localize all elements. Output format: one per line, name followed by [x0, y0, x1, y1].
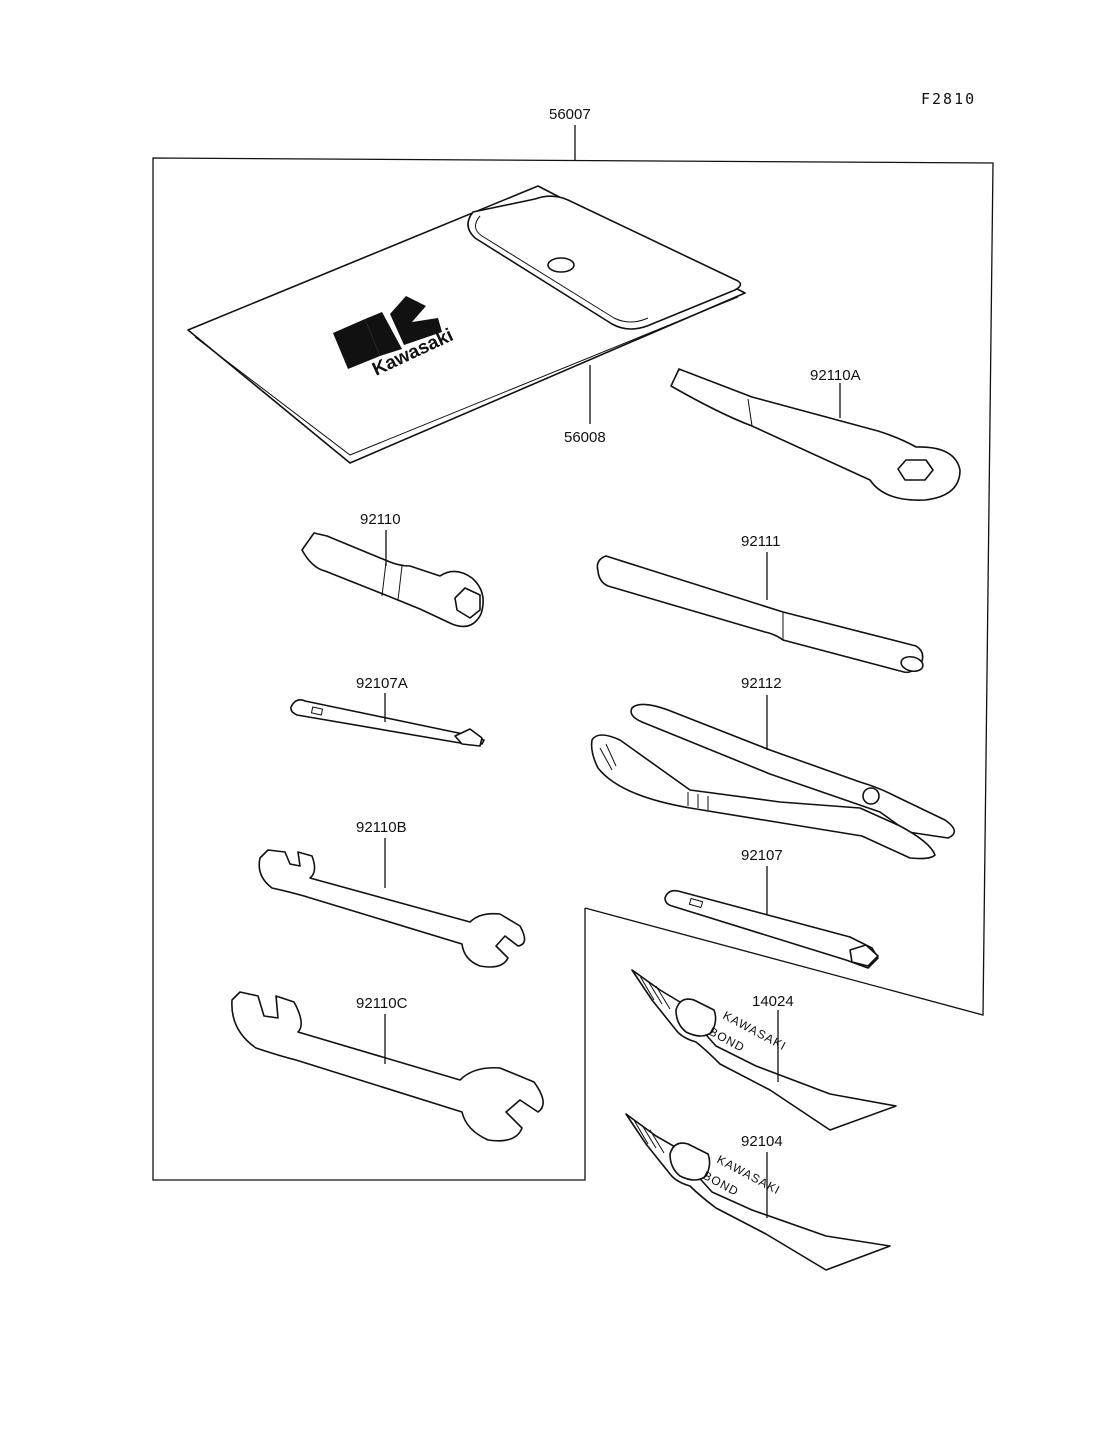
bond-tube-1: KAWASAKI BOND 14024: [631, 969, 897, 1131]
pliers: 92112: [590, 675, 956, 860]
tool-bag: Kawasaki 56008: [187, 185, 746, 464]
plug-wrench: 92110: [301, 511, 484, 628]
part-number-92110A: 92110A: [810, 367, 861, 384]
screwdriver-small: 92107A: [290, 675, 485, 747]
wrench-handle: 92111: [596, 533, 924, 674]
part-number-92111: 92111: [741, 533, 781, 550]
ring-spanner: 92110A: [670, 367, 961, 501]
part-number-92112: 92112: [741, 675, 782, 692]
part-number-92110B: 92110B: [356, 819, 407, 836]
part-number-92110C: 92110C: [356, 995, 408, 1012]
bond-tube-2: KAWASAKI BOND 92104: [625, 1113, 891, 1271]
figure-code: F2810: [921, 90, 976, 108]
part-number-56008: 56008: [564, 429, 606, 446]
tool-kit-frame: 56007: [152, 106, 994, 1181]
part-number-14024: 14024: [752, 993, 794, 1010]
part-number-92107A: 92107A: [356, 675, 408, 692]
part-number-56007: 56007: [549, 106, 591, 123]
part-number-92110: 92110: [360, 511, 401, 528]
open-wrench-small: 92110B: [258, 819, 526, 968]
open-wrench-large: 92110C: [231, 991, 544, 1142]
screwdriver: 92107: [664, 847, 879, 969]
part-number-92104: 92104: [741, 1133, 783, 1150]
part-number-92107: 92107: [741, 847, 783, 864]
